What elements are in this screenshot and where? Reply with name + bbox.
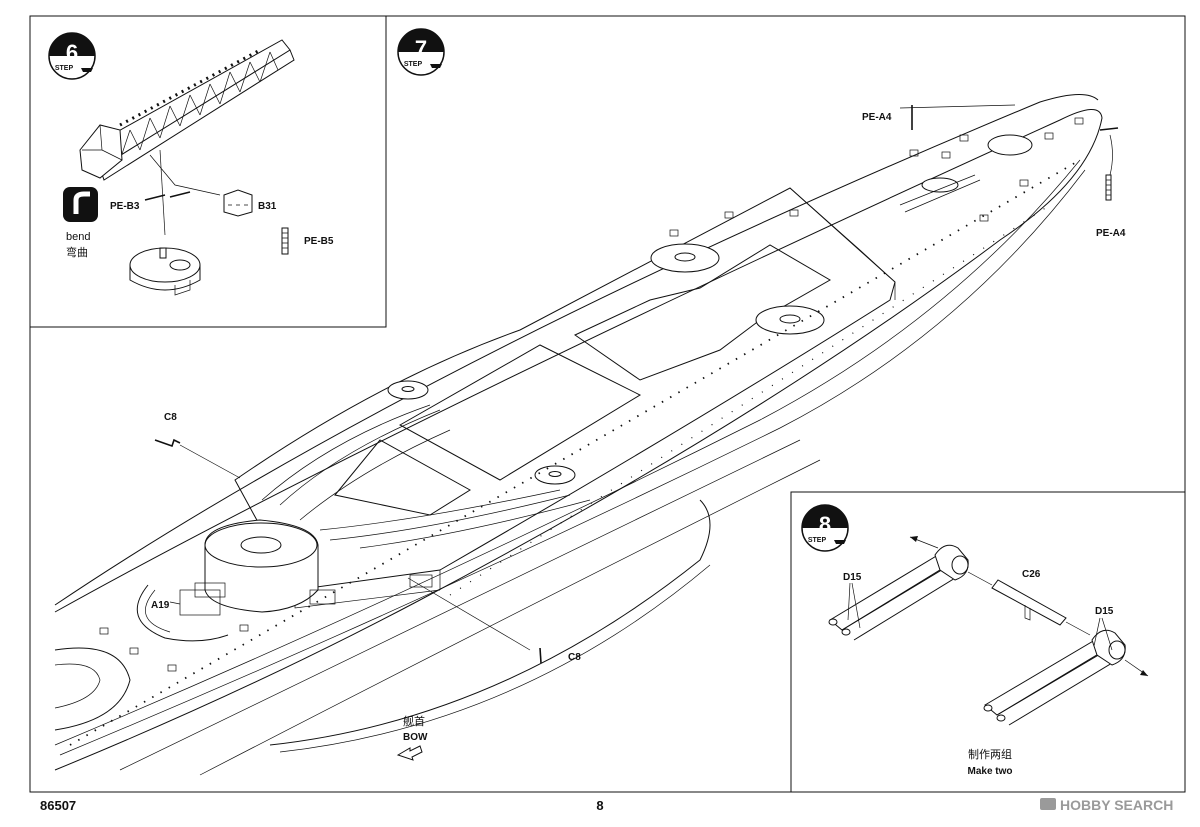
step6-drawing: [79, 39, 295, 296]
part-label-pe-a4-top: PE-A4: [862, 112, 892, 123]
part-label-a19: A19: [151, 600, 170, 611]
part-label-d15-right: D15: [1095, 606, 1114, 617]
part-label-b31: B31: [258, 201, 277, 212]
part-label-pe-b5: PE-B5: [304, 236, 334, 247]
step6-label: STEP: [55, 65, 74, 72]
make-two-cn: 制作两组: [968, 747, 1012, 761]
bend-icon: [63, 187, 98, 222]
bow-label-cn: 舰首: [403, 714, 425, 728]
step7-badge: 7 STEP: [397, 28, 445, 76]
part-label-c8-bottom: C8: [568, 652, 581, 663]
part-label-pe-b3: PE-B3: [110, 201, 140, 212]
hull-drawing: [54, 94, 1119, 776]
step7-number: 7: [415, 36, 427, 61]
bend-label-cn: 弯曲: [66, 245, 88, 259]
part-label-c26: C26: [1022, 569, 1041, 580]
step6-badge: 6 STEP: [48, 32, 96, 80]
step8-badge: 8 STEP: [801, 504, 849, 552]
step8-drawing: [828, 536, 1149, 726]
bend-label-en: bend: [66, 231, 90, 243]
part-label-pe-a4-right: PE-A4: [1096, 228, 1126, 239]
page-number: 8: [596, 798, 603, 813]
bow-label-en: BOW: [403, 732, 428, 743]
watermark-logo: HOBBY SEARCH: [1040, 797, 1173, 813]
step8-frame: [790, 491, 1186, 793]
step8-number: 8: [819, 512, 831, 537]
make-two-en: Make two: [967, 766, 1012, 777]
step6-number: 6: [66, 40, 78, 65]
watermark-text: HOBBY SEARCH: [1060, 797, 1173, 813]
page-frame: [29, 15, 1186, 793]
part-label-c8-left: C8: [164, 412, 177, 423]
part-label-d15-left: D15: [843, 572, 862, 583]
step8-label: STEP: [808, 537, 827, 544]
step7-label: STEP: [404, 61, 423, 68]
kit-code: 86507: [40, 798, 76, 813]
step7-callouts: [154, 104, 1016, 761]
